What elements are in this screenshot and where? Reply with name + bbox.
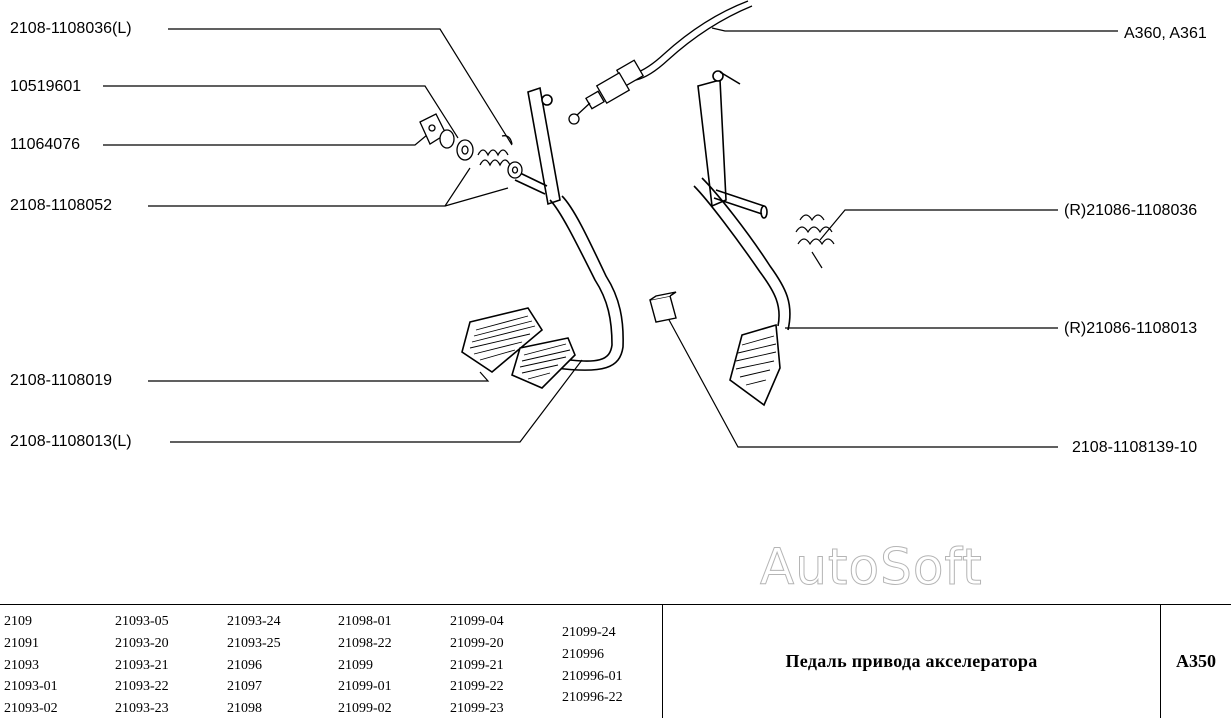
model-code: 21091 <box>4 635 39 651</box>
page-code: A350 <box>1176 651 1216 671</box>
model-column: 21099-04 21099-20 21099-21 21099-22 2109… <box>450 611 504 720</box>
leader-line <box>444 187 509 207</box>
callout-label: 2108-1108019 <box>8 372 115 390</box>
leader-line <box>667 317 1058 448</box>
model-code: 21099-01 <box>338 679 392 695</box>
leader-line <box>168 28 513 146</box>
model-code: 21093-24 <box>227 614 281 629</box>
callout-label: 2108-1108036(L) <box>8 20 134 38</box>
model-code: 21099-21 <box>450 657 504 673</box>
model-code: 21093-20 <box>115 635 169 651</box>
leader-line <box>170 359 583 443</box>
callout-label: 2108-1108139-10 <box>1070 439 1200 457</box>
model-code: 21096 <box>227 657 262 673</box>
callout-label: A360, A361 <box>1122 25 1209 43</box>
callout-label: 11064076 <box>8 136 82 154</box>
model-code: 21099-22 <box>450 679 504 695</box>
callout-label: (R)21086-1108013 <box>1062 320 1200 338</box>
watermark: AutoSoft <box>760 538 983 597</box>
model-code: 21097 <box>227 679 262 695</box>
model-code: 21093-21 <box>115 657 169 673</box>
callout-label: (R)21086-1108036 <box>1062 202 1200 220</box>
model-code: 210996-01 <box>562 668 623 684</box>
model-code: 21098-01 <box>338 614 392 629</box>
leader-line <box>103 85 459 139</box>
model-code: 21093 <box>4 657 39 673</box>
parts-diagram <box>103 0 1118 448</box>
leader-line <box>103 129 434 146</box>
model-code: 21099-02 <box>338 701 392 717</box>
leader-line <box>711 27 1118 32</box>
leader-line <box>819 209 1058 241</box>
accelerator-cable <box>568 0 753 125</box>
model-column: 21098-01 21098-22 21099 21099-01 21099-0… <box>338 611 392 720</box>
model-code: 21093-05 <box>115 614 169 629</box>
model-code: 21099-20 <box>450 635 504 651</box>
title-block: 2109 21091 21093 21093-01 21093-02 21093… <box>0 604 1231 718</box>
model-code: 21098-22 <box>338 635 392 651</box>
model-code: 21099-04 <box>450 614 504 629</box>
model-code: 21099-24 <box>562 625 616 640</box>
model-code: 210996-22 <box>562 690 623 706</box>
right-pedal-assembly <box>693 70 835 407</box>
callout-label: 10519601 <box>8 78 84 96</box>
model-code: 2109 <box>4 614 32 629</box>
left-pedal-assembly <box>461 86 624 389</box>
leader-line <box>148 167 471 207</box>
model-code: 210996 <box>562 646 604 662</box>
callout-label: 2108-1108052 <box>8 197 115 215</box>
model-column: 21099-24 210996 210996-01 210996-22 <box>562 622 623 709</box>
model-column: 21093-05 21093-20 21093-21 21093-22 2109… <box>115 611 169 720</box>
model-code: 21093-01 <box>4 679 58 695</box>
model-list: 2109 21091 21093 21093-01 21093-02 21093… <box>0 605 663 718</box>
model-code: 21099 <box>338 657 373 673</box>
page-title: Педаль привода акселератора <box>663 605 1161 718</box>
model-column: 21093-24 21093-25 21096 21097 21098 <box>227 611 281 720</box>
model-code: 21099-23 <box>450 701 504 717</box>
callout-label: 2108-1108013(L) <box>8 433 134 451</box>
leader-line <box>148 371 490 382</box>
model-column: 2109 21091 21093 21093-01 21093-02 <box>4 611 58 720</box>
small-parts <box>419 113 523 179</box>
model-code: 21093-02 <box>4 701 58 717</box>
model-code: 21098 <box>227 701 262 717</box>
model-code: 21093-25 <box>227 635 281 651</box>
model-code: 21093-23 <box>115 701 169 717</box>
model-code: 21093-22 <box>115 679 169 695</box>
stopper-block <box>649 291 677 323</box>
